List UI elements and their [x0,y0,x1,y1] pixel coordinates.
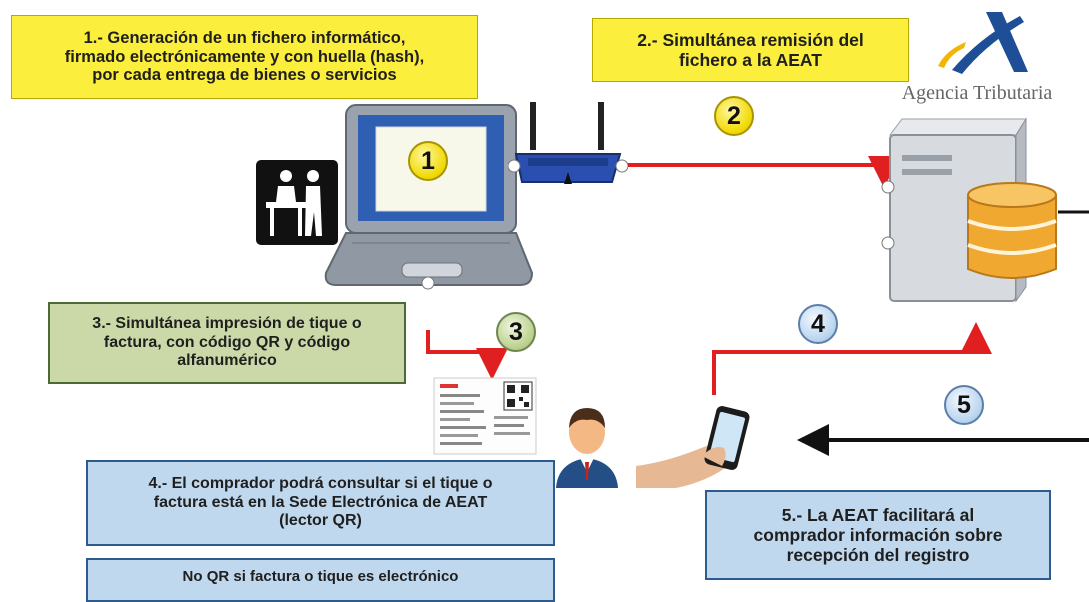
no-qr-note-box: No QR si factura o tique es electrónico [86,558,555,602]
step3-text: 3.- Simultánea impresión de tique o fact… [92,315,362,370]
step3-badge: 3 [496,312,536,352]
database-icon [967,182,1057,279]
buyer-avatar-icon [552,398,622,488]
aeat-logo: Agencia Tributaria [872,8,1082,110]
step2-box: 2.- Simultánea remisión del fichero a la… [592,18,909,82]
server-icon [878,115,1060,305]
smartphone-hand-icon [636,404,754,488]
aeat-logo-text: Agencia Tributaria [901,82,1053,104]
step4-badge: 4 [798,304,838,344]
step1-badge: 1 [408,141,448,181]
step1-text: 1.- Generación de un fichero informático… [64,28,425,85]
step5-text: 5.- La AEAT facilitará al comprador info… [753,504,1003,566]
step2-badge: 2 [714,96,754,136]
arrow-phone-to-server [712,322,992,395]
router-icon [507,98,629,190]
arrow-router-to-server [618,156,900,188]
step2-text: 2.- Simultánea remisión del fichero a la… [637,29,864,70]
connector-arrows [426,156,1089,456]
shop-counter-icon [256,160,338,245]
step1-box: 1.- Generación de un fichero informático… [11,15,478,99]
step3-box: 3.- Simultánea impresión de tique o fact… [48,302,406,384]
receipt-qr-icon [432,376,538,456]
laptop-icon [322,103,534,293]
arrow-laptop-to-receipt [426,330,508,380]
step5-badge: 5 [944,385,984,425]
step4-text: 4.- El comprador podrá consultar si el t… [148,475,493,530]
step5-box: 5.- La AEAT facilitará al comprador info… [705,490,1051,580]
step4-box: 4.- El comprador podrá consultar si el t… [86,460,555,546]
aeat-logo-icon [938,12,1028,74]
no-qr-note-text: No QR si factura o tique es electrónico [182,568,459,585]
